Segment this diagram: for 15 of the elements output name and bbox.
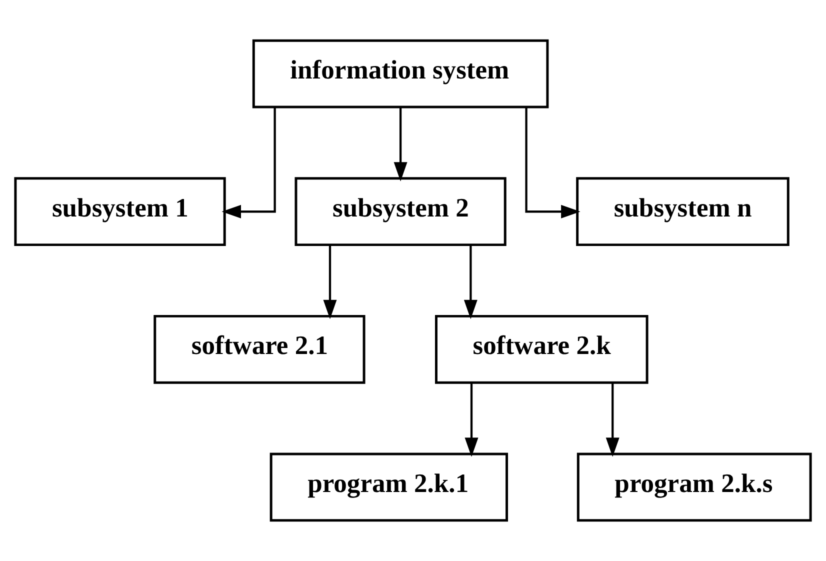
node-box: information system: [252, 39, 549, 108]
node-box: subsystem 1: [14, 177, 226, 246]
arrow: [222, 107, 276, 218]
arrow: [525, 107, 580, 218]
node-box: software 2.1: [154, 314, 366, 384]
arrow: [394, 107, 408, 182]
node-box: program 2.k.s: [576, 452, 812, 522]
node-box: software 2.k: [435, 314, 648, 384]
node-box: program 2.k.1: [270, 452, 508, 522]
arrow: [464, 382, 478, 457]
arrow: [464, 244, 478, 320]
node-box: subsystem n: [576, 177, 790, 246]
node-box: subsystem 2: [294, 177, 506, 246]
arrow: [323, 244, 337, 320]
arrow: [606, 382, 620, 457]
